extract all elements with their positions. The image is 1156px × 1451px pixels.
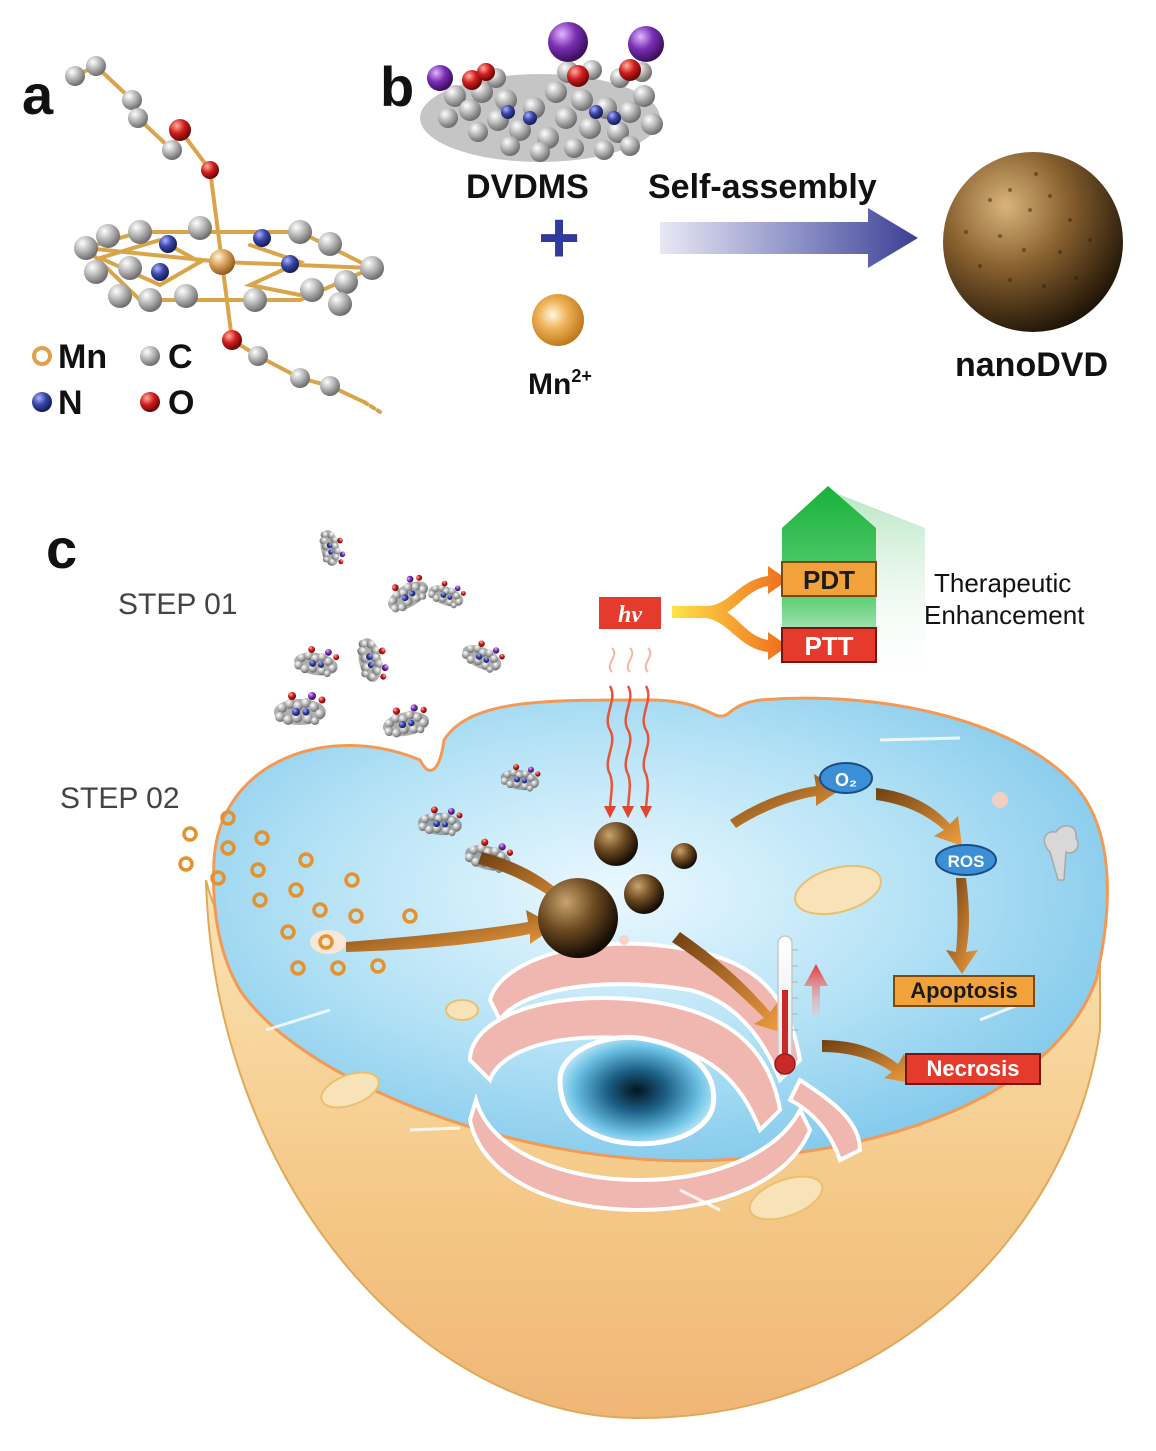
cytoplasm-fibers xyxy=(265,736,1031,1212)
c-legend-icon xyxy=(140,346,160,366)
panel-a-legend: Mn C N O xyxy=(32,338,194,422)
o2-arrow xyxy=(730,774,840,828)
uptake-arrow-2 xyxy=(346,910,556,952)
panel-c: c STEP 01 STEP 02 xyxy=(46,486,1109,1420)
uptake-arrow-1 xyxy=(478,852,584,920)
apoptosis-label: Apoptosis xyxy=(910,978,1018,1003)
apoptosis-box xyxy=(893,975,1035,1007)
step-01-label: STEP 01 xyxy=(118,588,238,621)
o-legend-icon xyxy=(140,392,160,412)
small-vesicle xyxy=(619,935,629,945)
mitochondrion xyxy=(794,864,882,916)
ros-arrow xyxy=(876,788,962,846)
pdt-box xyxy=(781,561,877,597)
dvdms-molecule xyxy=(379,702,432,740)
enhancement-label: Enhancement xyxy=(924,600,1085,630)
necrosis-label: Necrosis xyxy=(927,1056,1020,1081)
panel-a-letter: a xyxy=(22,63,54,126)
pdt-label: PDT xyxy=(803,565,855,595)
hv-box xyxy=(597,595,663,631)
process-arrows xyxy=(346,774,978,1084)
legend-o-label: O xyxy=(168,384,194,422)
dvdms-molecule xyxy=(274,692,326,725)
dvdms-molecule xyxy=(317,527,347,568)
panel-c-letter: c xyxy=(46,517,77,580)
dvdms-label: DVDMS xyxy=(466,168,589,206)
panel-b: b DVDMS + xyxy=(380,22,1123,401)
nanoparticle xyxy=(594,822,638,866)
heat-arrow xyxy=(672,932,786,1034)
plus-sign: + xyxy=(538,198,580,278)
mn-ions-step2 xyxy=(178,810,418,976)
cell-nucleus xyxy=(557,1034,717,1147)
ptt-label: PTT xyxy=(804,631,853,661)
panel-b-letter: b xyxy=(380,55,414,118)
legend-n-label: N xyxy=(58,384,83,422)
dvdms-molecule xyxy=(425,576,468,611)
mn-ion-sphere xyxy=(532,294,584,346)
therapeutic-label: Therapeutic xyxy=(934,568,1071,598)
hv-split-arrow xyxy=(672,566,788,660)
dvdms-molecule xyxy=(292,643,341,679)
panel-a: a xyxy=(22,56,384,422)
o2-node xyxy=(819,762,873,794)
mn-ion xyxy=(178,856,194,872)
mn-ion xyxy=(182,826,198,842)
nanoparticle xyxy=(538,878,618,958)
nanodvd-particle xyxy=(943,152,1123,332)
ros-node xyxy=(935,844,997,876)
dvdms-molecule xyxy=(458,634,508,677)
self-assembly-label: Self-assembly xyxy=(648,168,877,206)
ros-label: ROS xyxy=(948,852,985,871)
step-02-label: STEP 02 xyxy=(60,782,180,815)
dvdms-molecule xyxy=(380,570,433,617)
legend-mn-label: Mn xyxy=(58,338,107,376)
mitochondrion xyxy=(320,1071,380,1109)
mitochondrion xyxy=(748,1175,824,1221)
mitochondria xyxy=(320,864,882,1221)
nanoparticle xyxy=(624,874,664,914)
nanodvd-label: nanoDVD xyxy=(955,346,1108,384)
cell-organelle-icon xyxy=(1043,825,1079,881)
self-assembly-arrow xyxy=(660,208,918,268)
nanoparticles-in-cell xyxy=(538,822,697,958)
nanodvd-texture xyxy=(964,172,1092,288)
ptt-box xyxy=(781,627,877,663)
n-legend-icon xyxy=(32,392,52,412)
vesicle xyxy=(310,930,346,954)
mn-ion-label: Mn2+ xyxy=(528,366,592,401)
necrosis-box xyxy=(905,1053,1041,1085)
o2-label: O₂ xyxy=(835,770,857,790)
mn-legend-icon xyxy=(32,346,52,366)
mn-ion-charge: 2+ xyxy=(571,366,592,386)
dvdms-molecule-model xyxy=(420,22,664,162)
apoptosis-arrow xyxy=(946,878,978,974)
hv-label: hv xyxy=(618,602,642,628)
mn-porphyrin-atoms xyxy=(65,56,384,396)
necrosis-arrow xyxy=(822,1040,914,1084)
light-waves xyxy=(603,647,653,819)
mitochondrion xyxy=(445,999,479,1021)
temperature-up-arrow xyxy=(804,964,828,1018)
thermometer-icon xyxy=(774,935,798,1075)
mn-ion-symbol: Mn xyxy=(528,368,571,401)
nanoparticle xyxy=(671,843,697,869)
small-vesicle xyxy=(992,792,1008,808)
legend-c-label: C xyxy=(168,338,193,376)
dvdms-molecule xyxy=(355,635,391,684)
